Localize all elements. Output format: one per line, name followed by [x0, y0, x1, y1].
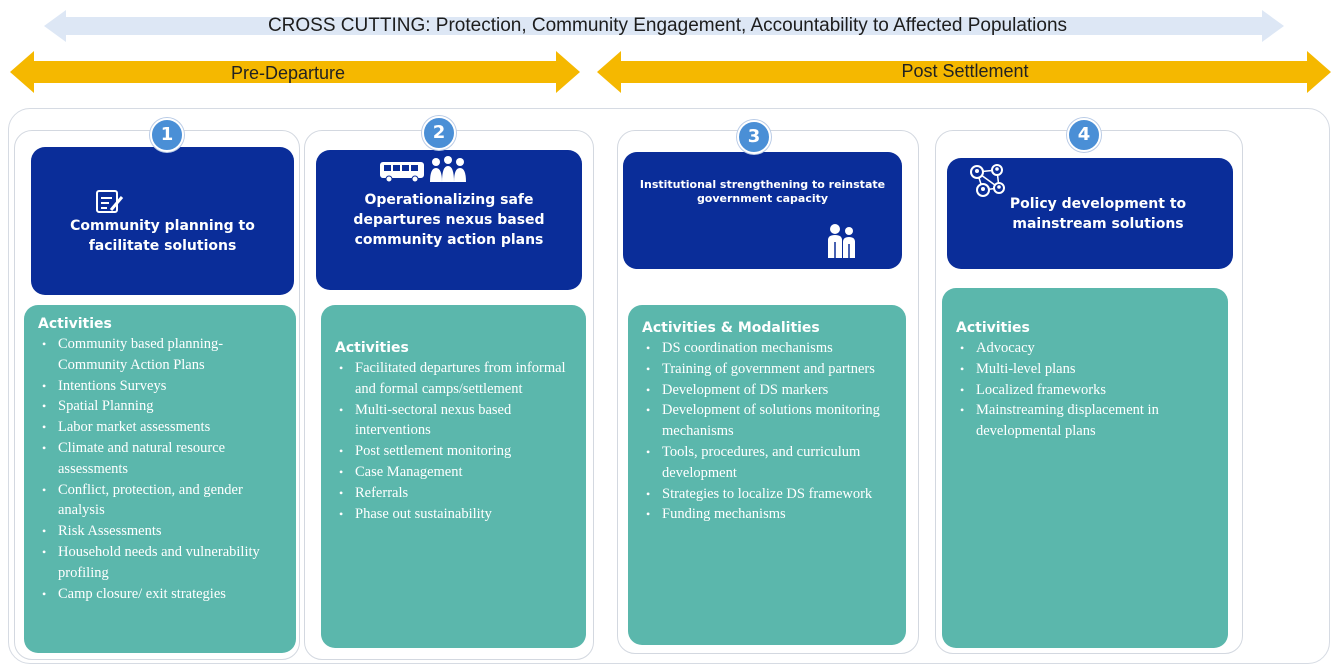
column-1-number-badge: 1	[150, 118, 184, 152]
pre-departure-arrow	[10, 51, 580, 93]
activity-item: Conflict, protection, and gender analysi…	[38, 480, 282, 522]
activity-item: Strategies to localize DS framework	[642, 484, 892, 505]
cross-cutting-label: CROSS CUTTING: Protection, Community Eng…	[267, 15, 1068, 36]
activity-item: Development of DS markers	[642, 380, 892, 401]
activity-item: Mainstreaming displacement in developmen…	[956, 400, 1214, 442]
activity-item: Post settlement monitoring	[335, 441, 572, 462]
bus-and-people-icon	[380, 156, 466, 183]
column-1-title-box: Community planning to facilitate solutio…	[31, 147, 294, 295]
column-4-title: Policy development to mainstream solutio…	[1009, 196, 1187, 232]
activity-item: Household needs and vulnerability profil…	[38, 542, 282, 584]
column-2-activities-list: Facilitated departures from informal and…	[335, 358, 572, 524]
activity-item: Tools, procedures, and curriculum develo…	[642, 442, 892, 484]
activity-item: Camp closure/ exit strategies	[38, 584, 282, 605]
activity-item: Development of solutions monitoring mech…	[642, 400, 892, 442]
column-3-number-badge: 3	[737, 120, 771, 154]
column-2-title: Operationalizing safe departures nexus b…	[353, 192, 545, 248]
activity-item: Community based planning- Community Acti…	[38, 334, 282, 376]
column-3-title: Institutional strengthening to reinstate…	[639, 178, 886, 205]
post-settlement-arrow	[597, 51, 1331, 93]
activity-item: Labor market assessments	[38, 417, 282, 438]
phase-arrows	[10, 10, 1331, 93]
family-icon	[828, 224, 855, 258]
network-people-icon	[970, 164, 1005, 197]
post-settlement-label: Post Settlement	[901, 61, 1029, 81]
column-3-activities-heading: Activities & Modalities	[642, 320, 820, 336]
document-pencil-icon	[96, 190, 124, 213]
column-1-activities-heading: Activities	[38, 316, 112, 332]
column-4-number-badge: 4	[1067, 118, 1101, 152]
column-2-number-badge: 2	[422, 116, 456, 150]
diagram-frame	[8, 108, 1330, 664]
activity-item: Case Management	[335, 462, 572, 483]
activity-item: Risk Assessments	[38, 521, 282, 542]
activity-item: Intentions Surveys	[38, 376, 282, 397]
column-1-activities-list: Community based planning- Community Acti…	[38, 334, 282, 604]
activity-item: Facilitated departures from informal and…	[335, 358, 572, 400]
activity-item: Advocacy	[956, 338, 1214, 359]
cross-cutting-arrow	[44, 10, 1284, 42]
column-3-title-box: Institutional strengthening to reinstate…	[623, 152, 902, 269]
column-1-title: Community planning to facilitate solutio…	[70, 218, 255, 254]
activity-item: Multi-level plans	[956, 359, 1214, 380]
column-4-activities-list: AdvocacyMulti-level plansLocalized frame…	[956, 338, 1214, 442]
activity-item: Phase out sustainability	[335, 504, 572, 525]
activity-item: DS coordination mechanisms	[642, 338, 892, 359]
column-2-activities-heading: Activities	[335, 340, 409, 356]
pre-departure-label: Pre-Departure	[230, 63, 346, 83]
column-2-activities-box: Activities Facilitated departures from i…	[321, 305, 586, 648]
activity-item: Funding mechanisms	[642, 504, 892, 525]
activity-item: Localized frameworks	[956, 380, 1214, 401]
activity-item: Climate and natural resource assessments	[38, 438, 282, 480]
column-4-activities-heading: Activities	[956, 320, 1030, 336]
column-4-activities-box: Activities AdvocacyMulti-level plansLoca…	[942, 288, 1228, 648]
activity-item: Training of government and partners	[642, 359, 892, 380]
column-1-activities-box: Activities Community based planning- Com…	[24, 305, 296, 653]
column-4-title-box: Policy development to mainstream solutio…	[947, 158, 1233, 269]
activity-item: Spatial Planning	[38, 396, 282, 417]
activity-item: Multi-sectoral nexus based interventions	[335, 400, 572, 442]
column-3-activities-list: DS coordination mechanismsTraining of go…	[642, 338, 892, 525]
column-3-activities-box: Activities & Modalities DS coordination …	[628, 305, 906, 645]
activity-item: Referrals	[335, 483, 572, 504]
column-2-title-box: Operationalizing safe departures nexus b…	[316, 150, 582, 290]
